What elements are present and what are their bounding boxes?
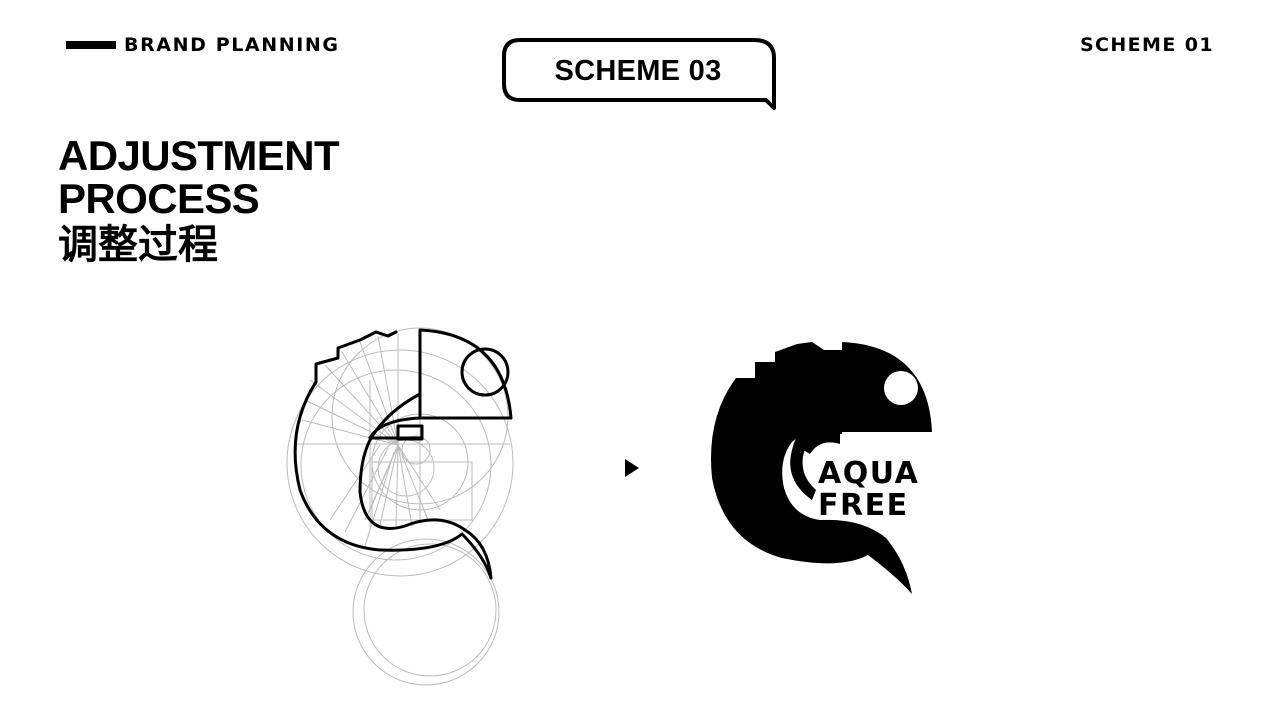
- brand-bar-decoration: [66, 41, 116, 49]
- logo-word-aqua: AQUA: [818, 456, 920, 491]
- brand-label: BRAND PLANNING: [124, 34, 340, 56]
- logo-word-free: FREE: [818, 488, 909, 523]
- brand-header: BRAND PLANNING: [66, 34, 340, 56]
- title-line-3: 调整过程: [58, 222, 218, 268]
- page-title: ADJUSTMENT PROCESS 调整过程: [58, 132, 340, 268]
- aqua-free-logo: [711, 342, 932, 594]
- chameleon-construction-drawing: [270, 320, 530, 700]
- speech-bubble-icon: [502, 38, 776, 110]
- play-arrow-icon: [625, 459, 639, 477]
- logo-wordmark: AQUA FREE: [818, 458, 919, 522]
- chameleon-icon: [700, 330, 950, 605]
- title-line-1: ADJUSTMENT: [58, 132, 340, 179]
- badge-label: SCHEME 03: [554, 55, 722, 87]
- title-line-2: PROCESS: [58, 175, 260, 222]
- scheme-label: SCHEME 01: [1079, 34, 1214, 56]
- scheme-badge: SCHEME 03: [500, 36, 780, 116]
- construction-guides: [286, 327, 514, 686]
